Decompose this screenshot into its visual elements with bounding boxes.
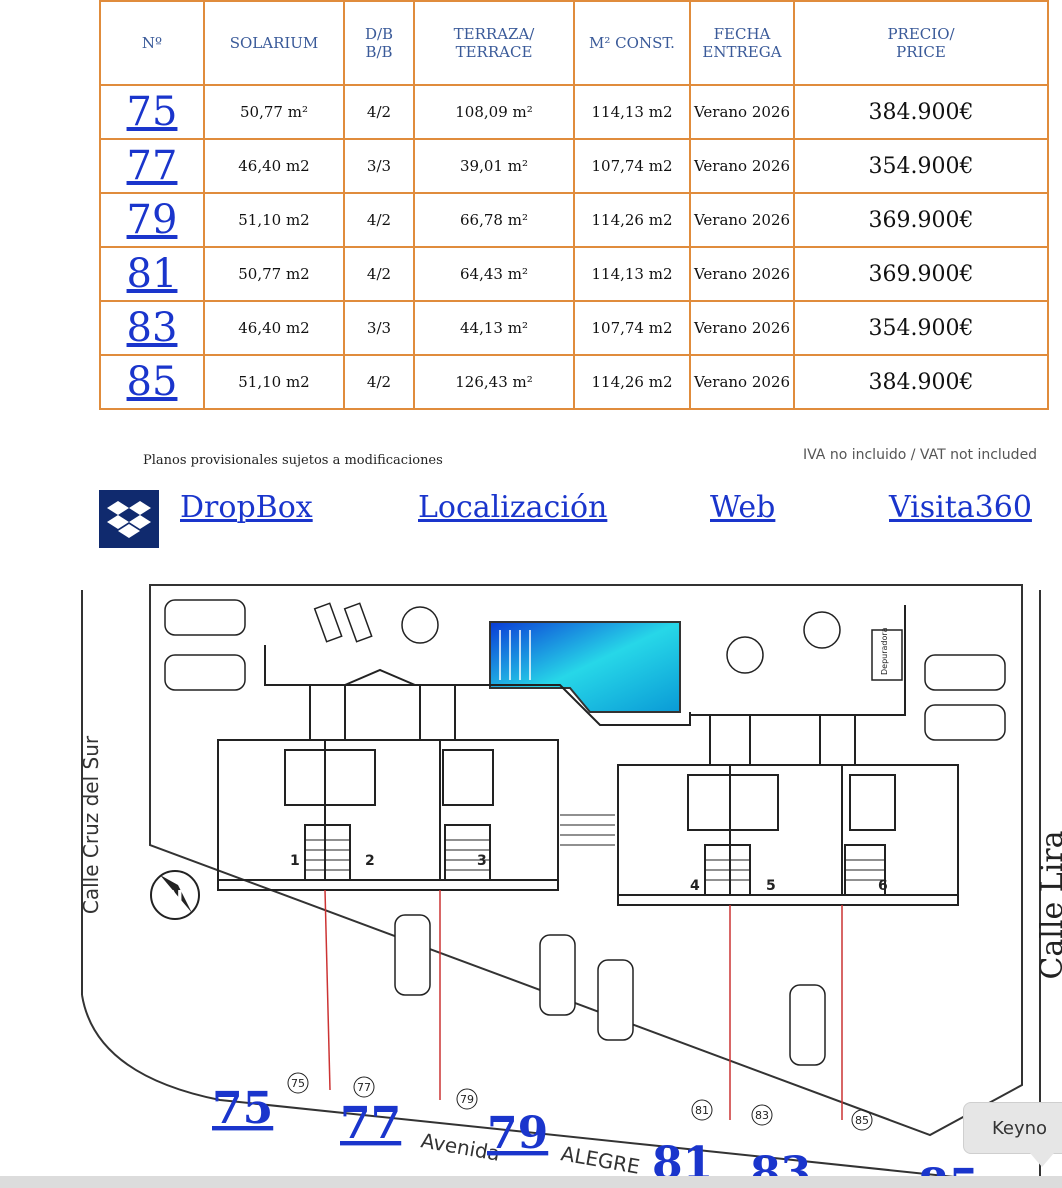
vat-note: IVA no incluido / VAT not included — [803, 447, 1038, 463]
table-row: 75 50,77 m² 4/2 108,09 m² 114,13 m2 Vera… — [99, 84, 1049, 140]
bottom-bar — [0, 1176, 1062, 1188]
delivery-cell: Verano 2026 — [689, 192, 795, 248]
solarium-cell: 51,10 m2 — [203, 192, 345, 248]
location-link[interactable]: Localización — [418, 490, 608, 525]
solarium-cell: 50,77 m2 — [203, 246, 345, 302]
address-circle: 79 — [460, 1093, 474, 1106]
db-cell: 4/2 — [343, 84, 415, 140]
address-circle: 85 — [855, 1114, 869, 1127]
web-link[interactable]: Web — [710, 490, 776, 525]
table-row: 81 50,77 m2 4/2 64,43 m² 114,13 m2 Veran… — [99, 246, 1049, 302]
table-row: 85 51,10 m2 4/2 126,43 m² 114,26 m2 Vera… — [99, 354, 1049, 410]
terrace-cell: 39,01 m² — [413, 138, 575, 194]
provisional-plans-note: Planos provisionales sujetos a modificac… — [143, 453, 443, 468]
delivery-cell: Verano 2026 — [689, 138, 795, 194]
unit-link-77[interactable]: 77 — [126, 143, 178, 189]
site-plan-image: Calle Cruz del Sur Calle Lira Avenida AL… — [0, 575, 1062, 1188]
const-cell: 107,74 m2 — [573, 300, 691, 356]
address-circle: 81 — [695, 1104, 709, 1117]
price-cell: 354.900€ — [793, 300, 1049, 356]
delivery-cell: Verano 2026 — [689, 246, 795, 302]
north-compass-icon — [150, 870, 200, 920]
address-circle: 75 — [291, 1077, 305, 1090]
unit-number: 2 — [365, 853, 375, 869]
terrace-cell: 64,43 m² — [413, 246, 575, 302]
plan-link-75[interactable]: 75 — [212, 1083, 273, 1134]
header-db: D/B B/B — [343, 0, 415, 86]
unit-link-81[interactable]: 81 — [126, 251, 178, 297]
street-left-label: Calle Cruz del Sur — [79, 735, 103, 914]
header-price: PRECIO/ PRICE — [793, 0, 1049, 86]
plan-link-77[interactable]: 77 — [340, 1098, 401, 1149]
dropbox-icon[interactable] — [99, 490, 159, 548]
terrace-cell: 66,78 m² — [413, 192, 575, 248]
delivery-cell: Verano 2026 — [689, 84, 795, 140]
price-cell: 369.900€ — [793, 246, 1049, 302]
price-cell: 369.900€ — [793, 192, 1049, 248]
db-cell: 3/3 — [343, 300, 415, 356]
db-cell: 4/2 — [343, 246, 415, 302]
table-row: 77 46,40 m2 3/3 39,01 m² 107,74 m2 Veran… — [99, 138, 1049, 194]
table-row: 83 46,40 m2 3/3 44,13 m² 107,74 m2 Veran… — [99, 300, 1049, 356]
delivery-cell: Verano 2026 — [689, 300, 795, 356]
unit-link-85[interactable]: 85 — [126, 359, 178, 405]
dropbox-link[interactable]: DropBox — [180, 490, 313, 525]
units-table: Nº SOLARIUM D/B B/B TERRAZA/ TERRACE M² … — [99, 0, 1049, 410]
keynote-tooltip: Keyno — [963, 1102, 1062, 1154]
unit-number: 3 — [477, 853, 487, 869]
unit-number: 6 — [878, 878, 888, 894]
solarium-cell: 46,40 m2 — [203, 300, 345, 356]
table-header-row: Nº SOLARIUM D/B B/B TERRAZA/ TERRACE M² … — [99, 0, 1049, 86]
solarium-cell: 51,10 m2 — [203, 354, 345, 410]
unit-link-79[interactable]: 79 — [126, 197, 178, 243]
const-cell: 114,13 m2 — [573, 246, 691, 302]
address-circle: 83 — [755, 1109, 769, 1122]
unit-number: 4 — [690, 878, 700, 894]
street-right-label: Calle Lira — [1035, 830, 1062, 979]
tooltip-arrow — [1030, 1153, 1054, 1167]
unit-number: 1 — [290, 853, 300, 869]
terrace-cell: 126,43 m² — [413, 354, 575, 410]
north-label: N — [168, 887, 183, 908]
delivery-cell: Verano 2026 — [689, 354, 795, 410]
const-cell: 114,13 m2 — [573, 84, 691, 140]
header-const: M² CONST. — [573, 0, 691, 86]
solarium-cell: 50,77 m² — [203, 84, 345, 140]
visit360-link[interactable]: Visita360 — [889, 490, 1032, 525]
terrace-cell: 44,13 m² — [413, 300, 575, 356]
price-cell: 384.900€ — [793, 354, 1049, 410]
db-cell: 4/2 — [343, 354, 415, 410]
plan-link-79[interactable]: 79 — [487, 1108, 548, 1159]
solarium-cell: 46,40 m2 — [203, 138, 345, 194]
header-delivery: FECHA ENTREGA — [689, 0, 795, 86]
const-cell: 114,26 m2 — [573, 354, 691, 410]
header-solarium: SOLARIUM — [203, 0, 345, 86]
price-cell: 354.900€ — [793, 138, 1049, 194]
db-cell: 4/2 — [343, 192, 415, 248]
pool — [489, 621, 681, 713]
terrace-cell: 108,09 m² — [413, 84, 575, 140]
address-circle: 77 — [357, 1081, 371, 1094]
pool-room-label: Depuradora — [880, 627, 889, 675]
db-cell: 3/3 — [343, 138, 415, 194]
header-terrace: TERRAZA/ TERRACE — [413, 0, 575, 86]
const-cell: 107,74 m2 — [573, 138, 691, 194]
table-row: 79 51,10 m2 4/2 66,78 m² 114,26 m2 Veran… — [99, 192, 1049, 248]
price-cell: 384.900€ — [793, 84, 1049, 140]
const-cell: 114,26 m2 — [573, 192, 691, 248]
unit-number: 5 — [766, 878, 776, 894]
unit-link-75[interactable]: 75 — [126, 89, 178, 135]
unit-link-83[interactable]: 83 — [126, 305, 178, 351]
header-num: Nº — [99, 0, 205, 86]
